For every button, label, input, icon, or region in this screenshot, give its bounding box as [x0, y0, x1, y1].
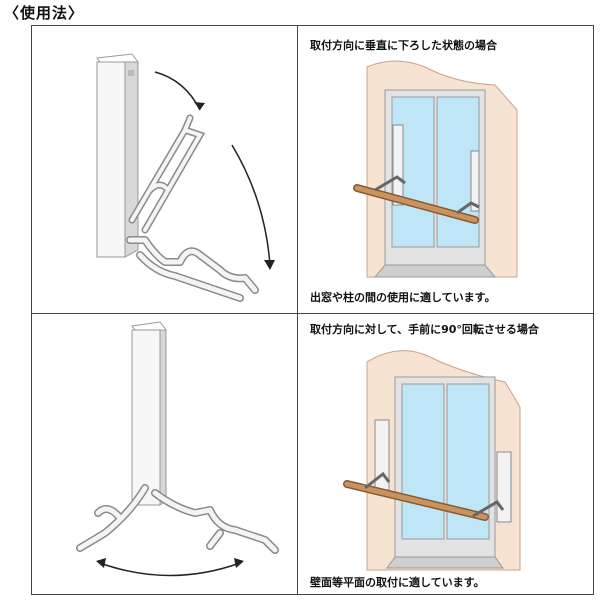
- folding-bracket-rotated-icon: [76, 321, 279, 577]
- panel-2-note: 壁面等平面の取付に適しています。: [310, 576, 485, 589]
- column-divider: [297, 25, 298, 595]
- section-title: 〈使用法〉: [4, 4, 85, 22]
- panel-2-heading: 取付方向に対して、手前に90°回転させる場合: [310, 323, 539, 336]
- window-recess-icon: [353, 60, 518, 278]
- usage-table: [31, 25, 594, 595]
- panel-1-heading: 取付方向に垂直に下ろした状態の場合: [310, 39, 497, 52]
- window-wall-icon: [343, 350, 521, 571]
- folding-bracket-down-icon: [96, 53, 275, 302]
- row-divider: [31, 313, 594, 314]
- panel-1-note: 出窓や柱の間の使用に適しています。: [310, 291, 496, 304]
